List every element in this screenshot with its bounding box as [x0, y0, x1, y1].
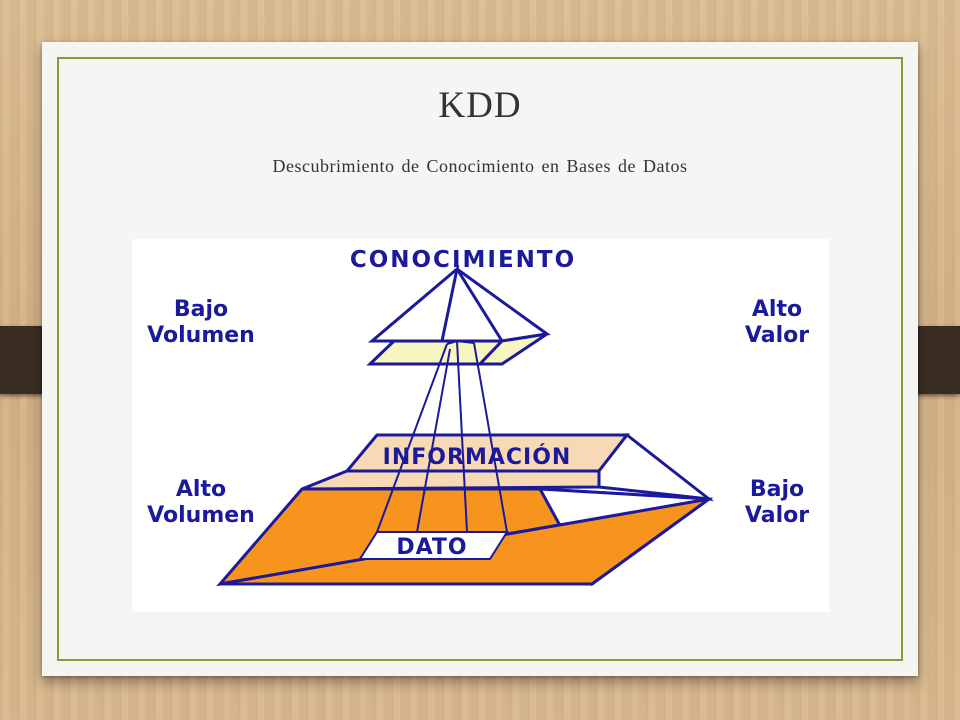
conocimiento-left-face	[367, 265, 460, 343]
layer-conocimiento	[366, 265, 551, 366]
label-upper-left-line2: Volumen	[147, 323, 255, 348]
label-lower-left: Alto Volumen	[136, 477, 266, 529]
label-upper-right-line1: Alto	[751, 297, 803, 322]
pyramid-graphic	[216, 265, 715, 587]
label-dato: DATO	[396, 535, 468, 560]
label-lower-right-line2: Valor	[744, 503, 810, 528]
informacion-side	[597, 432, 715, 502]
slide-title: KDD	[438, 85, 522, 126]
label-lower-left-line1: Alto	[175, 477, 227, 502]
dato-inner-box	[358, 531, 509, 560]
label-upper-right: Alto Valor	[722, 297, 832, 349]
label-upper-left: Bajo Volumen	[136, 297, 266, 349]
slide-subtitle: Descubrimiento de Conocimiento en Bases …	[272, 156, 688, 176]
slide-frame	[57, 57, 903, 661]
layer-informacion	[301, 432, 715, 502]
label-upper-right-line2: Valor	[744, 323, 810, 348]
label-lower-right: Bajo Valor	[722, 477, 832, 529]
label-lower-left-line2: Volumen	[147, 503, 255, 528]
label-lower-right-line1: Bajo	[749, 477, 805, 502]
conocimiento-right-face	[455, 267, 551, 343]
connection-beam	[376, 339, 508, 533]
conocimiento-side	[476, 332, 548, 366]
label-conocimiento: CONOCIMIENTO	[349, 247, 577, 273]
label-upper-left-line1: Bajo	[173, 297, 229, 322]
informacion-front	[301, 469, 601, 491]
kdd-pyramid-diagram: CONOCIMIENTO INFORMACIÓN DATO Bajo Volum…	[132, 239, 829, 612]
label-informacion: INFORMACIÓN	[382, 445, 572, 470]
